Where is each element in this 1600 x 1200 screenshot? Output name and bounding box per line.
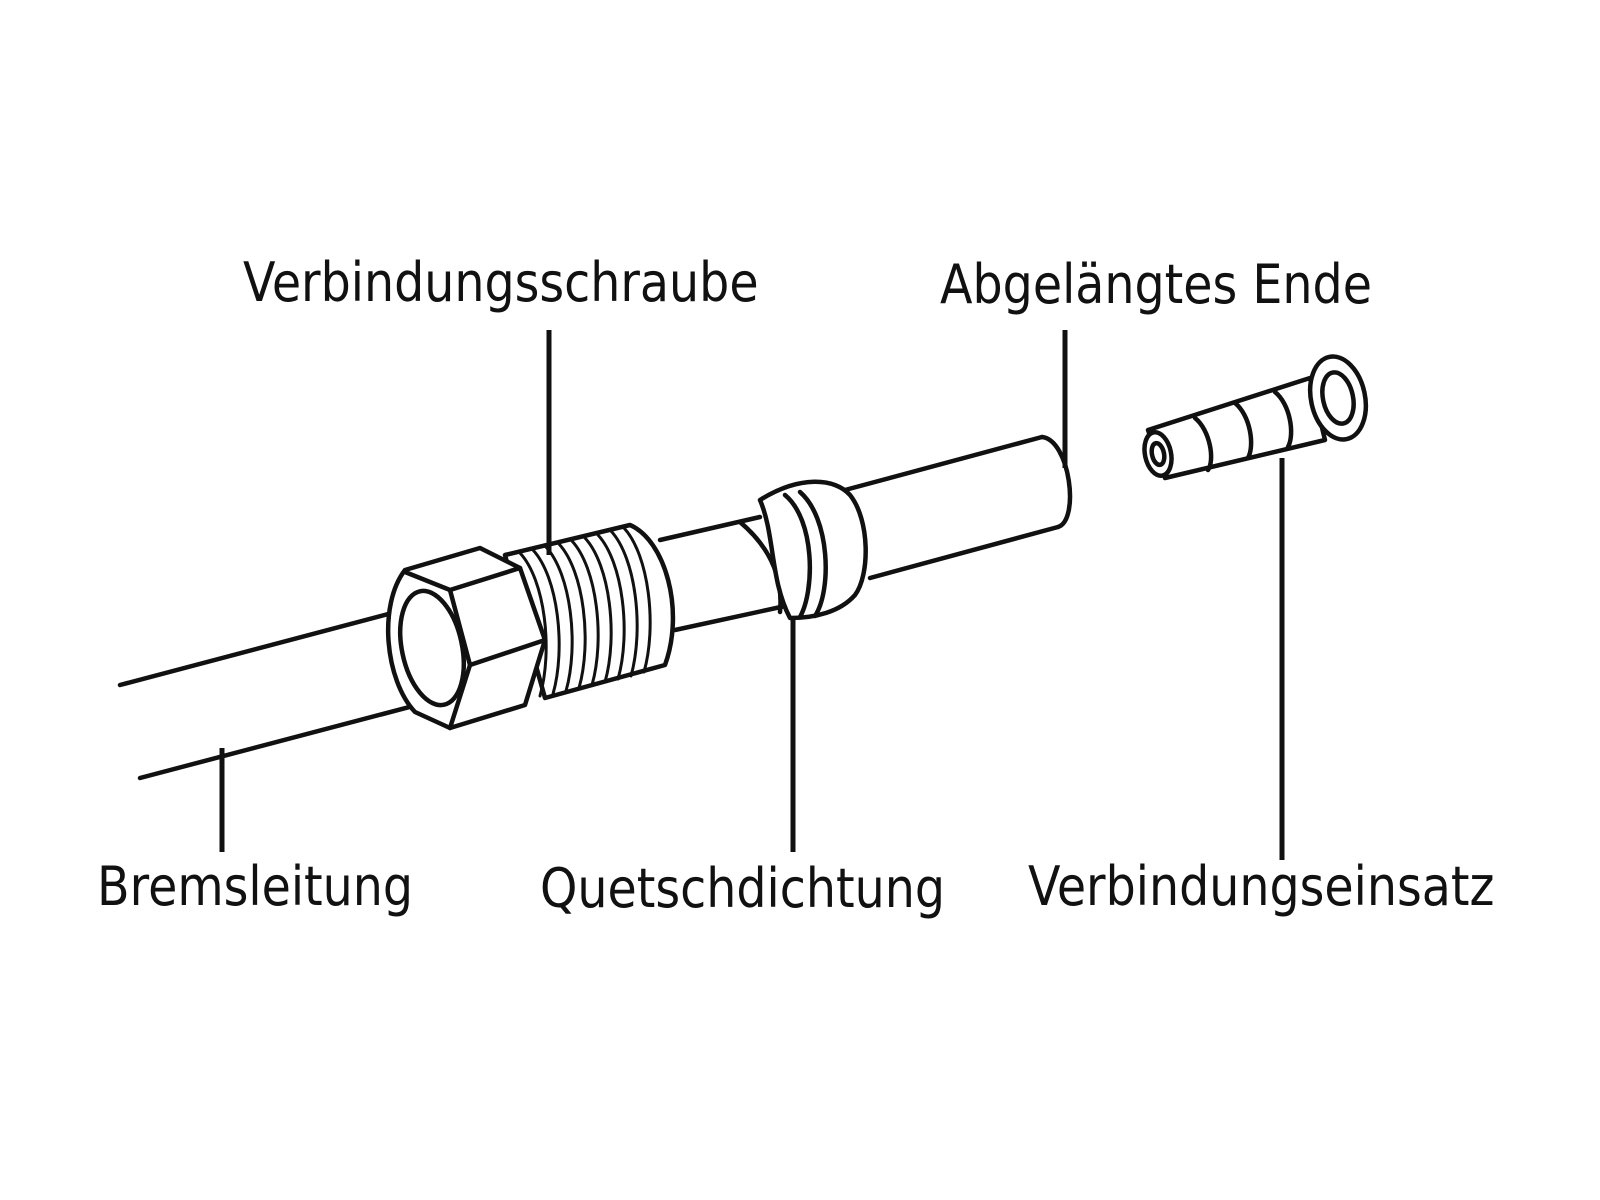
brake-line-tube (117, 600, 458, 781)
screw-thread-body (502, 522, 676, 701)
olive-seal (757, 479, 868, 621)
connector-insert (1142, 354, 1369, 481)
label-connector-insert: Verbindungseinsatz (1028, 855, 1495, 918)
label-cut-end: Abgelängtes Ende (940, 253, 1372, 316)
label-brake-line: Bremsleitung (97, 855, 414, 918)
screw-hex-nut (386, 545, 548, 731)
leader-lines (219, 330, 1285, 860)
label-connection-screw: Verbindungsschraube (243, 251, 759, 314)
label-olive: Quetschdichtung (540, 857, 946, 920)
cut-end-tube (842, 434, 1073, 581)
